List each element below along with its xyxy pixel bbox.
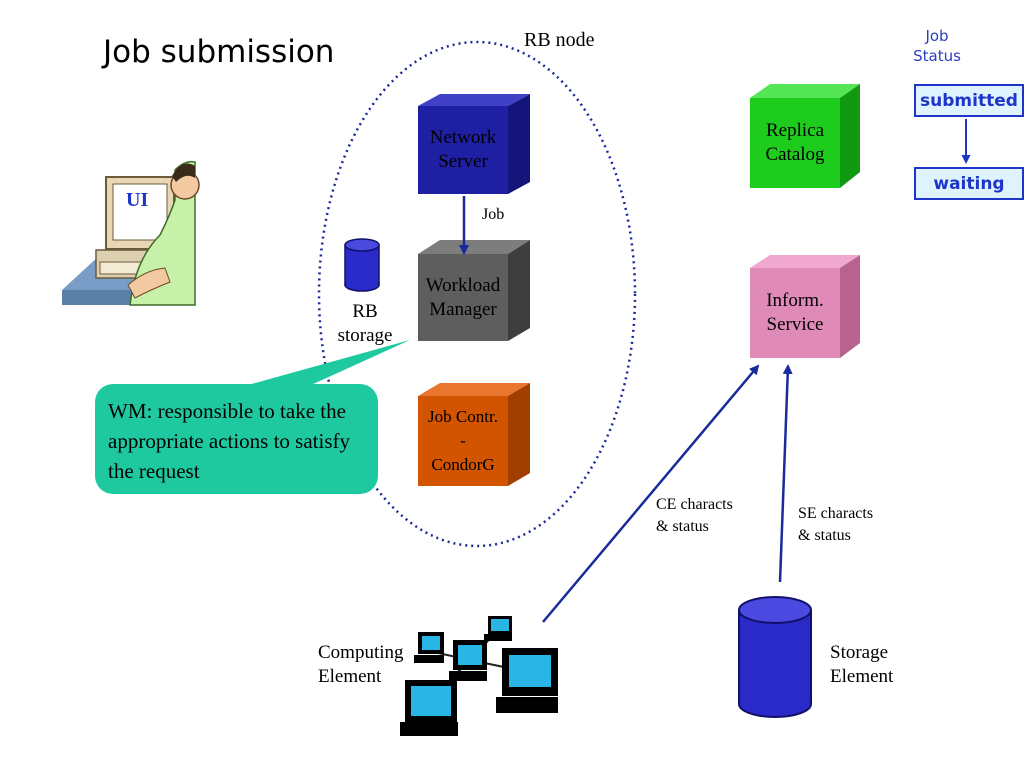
se-link-line-2: & status [798, 527, 851, 544]
job-controller-label: Job Contr. - CondorG [418, 396, 508, 486]
job-controller-line-3: CondorG [431, 455, 495, 474]
storage-element-cylinder [738, 596, 812, 718]
workload-manager-label: Workload Manager [418, 254, 508, 341]
workload-manager-line-1: Workload [425, 274, 501, 296]
network-server-line-2: Server [438, 151, 488, 172]
ui-label: UI [126, 189, 149, 211]
ui-user-illustration [62, 160, 200, 306]
rb-storage-label: RB storage [334, 300, 396, 348]
rb-storage-line-1: RB [352, 301, 378, 322]
storage-element-line-1: Storage [830, 642, 889, 663]
computing-element-illustration [400, 616, 558, 736]
inform-service-cube [750, 255, 860, 358]
network-server-label: Network Server [418, 106, 508, 194]
inform-service-line-1: Inform. [766, 290, 824, 311]
workload-manager-cube [418, 240, 530, 341]
job-status-heading-line-2: Status [913, 47, 961, 65]
callout-pointer [230, 340, 410, 390]
job-controller-line-1: Job Contr. [428, 407, 498, 426]
computing-element-line-1: Computing [318, 642, 404, 663]
ce-link-line-1: CE characts [656, 496, 733, 513]
inform-service-line-2: Service [766, 314, 824, 335]
ce-link-line-2: & status [656, 518, 709, 535]
inform-service-label: Inform. Service [750, 268, 840, 358]
rb-node-label: RB node [524, 29, 595, 51]
callout-text: WM: responsible to take the appropriate … [108, 399, 351, 483]
rb-storage-line-2: storage [337, 325, 393, 346]
se-link-line-1: SE characts [798, 505, 874, 522]
slide-title: Job submission [103, 34, 335, 70]
computing-element-line-2: Element [318, 666, 382, 687]
se-link-label: SE characts & status [798, 503, 873, 547]
job-status-heading-line-1: Job [925, 27, 949, 45]
network-server-cube [418, 94, 530, 194]
se-status-arrow [778, 364, 793, 583]
network-server-line-1: Network [429, 127, 497, 148]
storage-element-line-2: Element [830, 666, 894, 687]
rb-storage-cylinder [344, 238, 380, 292]
job-arrow-label: Job [482, 206, 505, 223]
replica-catalog-line-1: Replica [765, 120, 825, 141]
job-controller-line-2: - [460, 431, 466, 450]
rb-node-boundary [317, 40, 637, 548]
callout-bubble [95, 384, 378, 494]
replica-catalog-cube [750, 84, 860, 188]
ce-link-label: CE characts & status [656, 494, 733, 538]
ce-status-arrow [542, 364, 760, 623]
replica-catalog-line-2: Catalog [765, 144, 825, 165]
status-waiting: waiting [914, 167, 1024, 200]
job-status-heading: Job Status [897, 26, 977, 66]
status-submitted: submitted [914, 84, 1024, 117]
computing-element-label: Computing Element [318, 641, 404, 689]
job-controller-cube [418, 383, 530, 486]
storage-element-label: Storage Element [830, 641, 893, 689]
replica-catalog-label: Replica Catalog [750, 98, 840, 188]
workload-manager-line-2: Manager [429, 298, 497, 320]
